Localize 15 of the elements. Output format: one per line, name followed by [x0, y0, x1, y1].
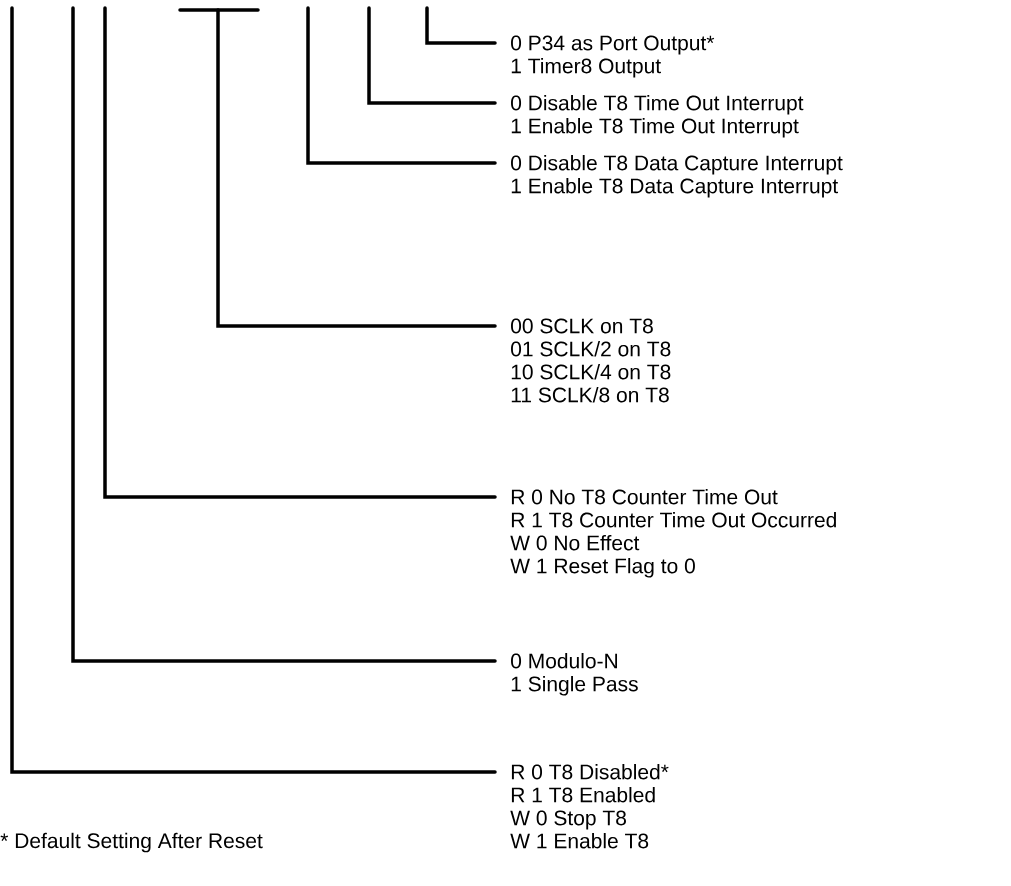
- option-list: R 0 No T8 Counter Time Out R 1 T8 Counter Time Out Occurred W 0 No Effect W 1 Reset Flag to 0: [510, 489, 836, 578]
- option-list: 0 P34 as Port Output* 1 Timer8 Output: [511, 35, 715, 78]
- option-list: 0 Modulo-N 1 Single Pass: [511, 653, 638, 696]
- option-list: 00 SCLK on T8 01 SCLK/2 on T8 10 SCLK/4 on T8 11 SCLK/8 on T8: [511, 318, 671, 403]
- leader-line: [216, 8, 497, 328]
- leader-line: [10, 6, 497, 774]
- leader-line: [306, 6, 497, 165]
- footnote: * Default Setting After Reset: [0, 832, 263, 853]
- leader-line: [103, 6, 497, 499]
- option-list: 0 Disable T8 Data Capture Interrupt 1 Enable T8 Data Capture Interrupt: [511, 155, 843, 198]
- option-list: R 0 T8 Disabled* R 1 T8 Enabled W 0 Stop T8 W 1 Enable T8: [510, 764, 669, 849]
- leader-line: [425, 6, 497, 45]
- option-list: 0 Disable T8 Time Out Interrupt 1 Enable T8 Time Out Interrupt: [511, 95, 804, 138]
- leader-line: [71, 6, 497, 663]
- leader-line: [367, 6, 497, 105]
